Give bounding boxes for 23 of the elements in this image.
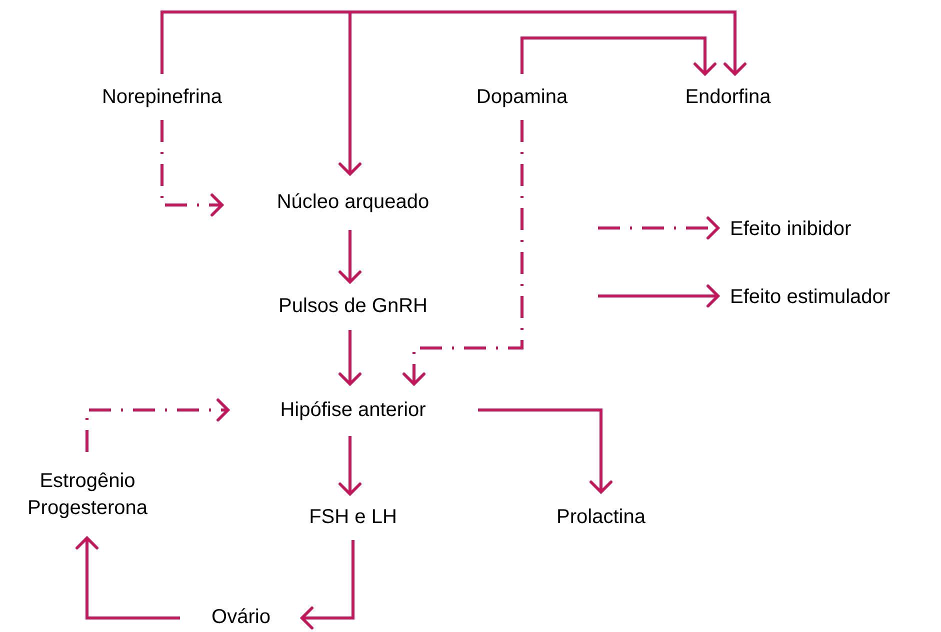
arrow — [338, 230, 362, 284]
arrow — [76, 536, 180, 620]
hormone-label: Pulsos de GnRH — [255, 282, 451, 330]
hormone-label: Norepinefrina — [82, 74, 242, 120]
hormone-label: FSH e LH — [290, 494, 416, 540]
hormone-label: Ovário — [180, 602, 302, 632]
legend-label: Efeito estimulador — [730, 285, 890, 310]
arrow — [160, 10, 746, 76]
arrow — [520, 36, 716, 76]
dashed-arrow — [402, 120, 524, 386]
arrow — [300, 540, 354, 630]
hormone-label: Hipófise anterior — [228, 384, 478, 436]
arrow — [478, 408, 612, 494]
arrow — [338, 436, 362, 496]
hormone-label: Prolactina — [540, 492, 662, 542]
hormone-label: Estrogênio Progesterona — [5, 452, 170, 538]
dashed-arrow — [86, 398, 230, 452]
arrow — [338, 330, 362, 386]
dashed-arrow — [160, 120, 224, 216]
hormone-label: Endorfina — [672, 74, 784, 120]
hormone-label: Dopamina — [462, 74, 582, 120]
legend-label: Efeito inibidor — [730, 217, 852, 242]
hormone-label: Núcleo arqueado — [222, 174, 484, 230]
